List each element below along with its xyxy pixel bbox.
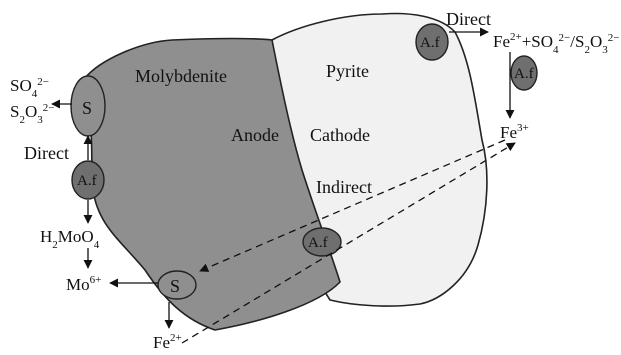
af-label-middle: A.f — [308, 235, 328, 251]
sulfur-label-left: S — [82, 98, 92, 118]
af-label-left: A.f — [77, 173, 97, 189]
af-label-top: A.f — [420, 35, 440, 51]
direct-label-right: Direct — [446, 9, 491, 29]
indirect-label: Indirect — [316, 177, 372, 197]
oxidation-products: Fe2++SO42−/S2O32− — [493, 31, 619, 56]
h2moo4-species: H2MoO4 — [40, 227, 100, 251]
mo6-species: Mo6+ — [66, 274, 101, 294]
direct-label-left: Direct — [24, 143, 69, 163]
af-label-right: A.f — [514, 66, 534, 82]
fe3-species: Fe3+ — [500, 122, 529, 142]
anode-label: Anode — [231, 125, 279, 145]
sulfur-label-bottom: S — [170, 276, 180, 296]
fe2-species-bottom: Fe2+ — [153, 332, 182, 352]
s2o3-species-left: S2O32− — [10, 102, 54, 126]
pyrite-label: Pyrite — [326, 61, 369, 81]
molybdenite-label: Molybdenite — [135, 66, 227, 86]
so4-species: SO42− — [10, 76, 49, 100]
cathode-label: Cathode — [310, 125, 370, 145]
